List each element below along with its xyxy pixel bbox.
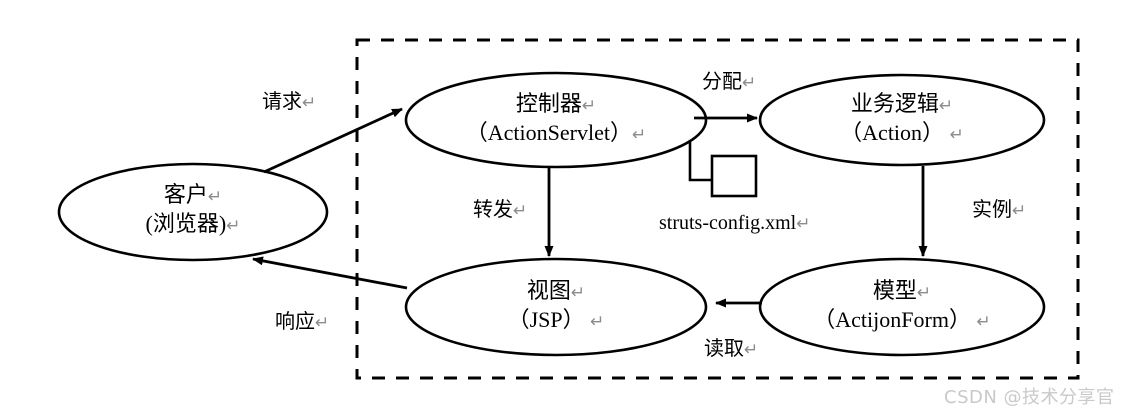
controller-ellipse — [404, 71, 708, 169]
client-ellipse — [57, 162, 329, 262]
struts-config-connector — [688, 140, 712, 182]
pilcrow-icon: ↵ — [796, 214, 811, 234]
struts-config-box — [710, 154, 758, 198]
edge-request-arrow — [263, 107, 403, 174]
view-ellipse — [404, 257, 708, 357]
framework-boundary-rect — [355, 38, 1080, 380]
csdn-watermark: CSDN @技术分享官 — [944, 387, 1115, 408]
edge-response-arrow — [252, 256, 408, 290]
struts-config-file-label: struts-config.xml↵ — [659, 212, 811, 234]
business-logic-ellipse — [758, 73, 1046, 167]
model-ellipse — [758, 257, 1046, 357]
